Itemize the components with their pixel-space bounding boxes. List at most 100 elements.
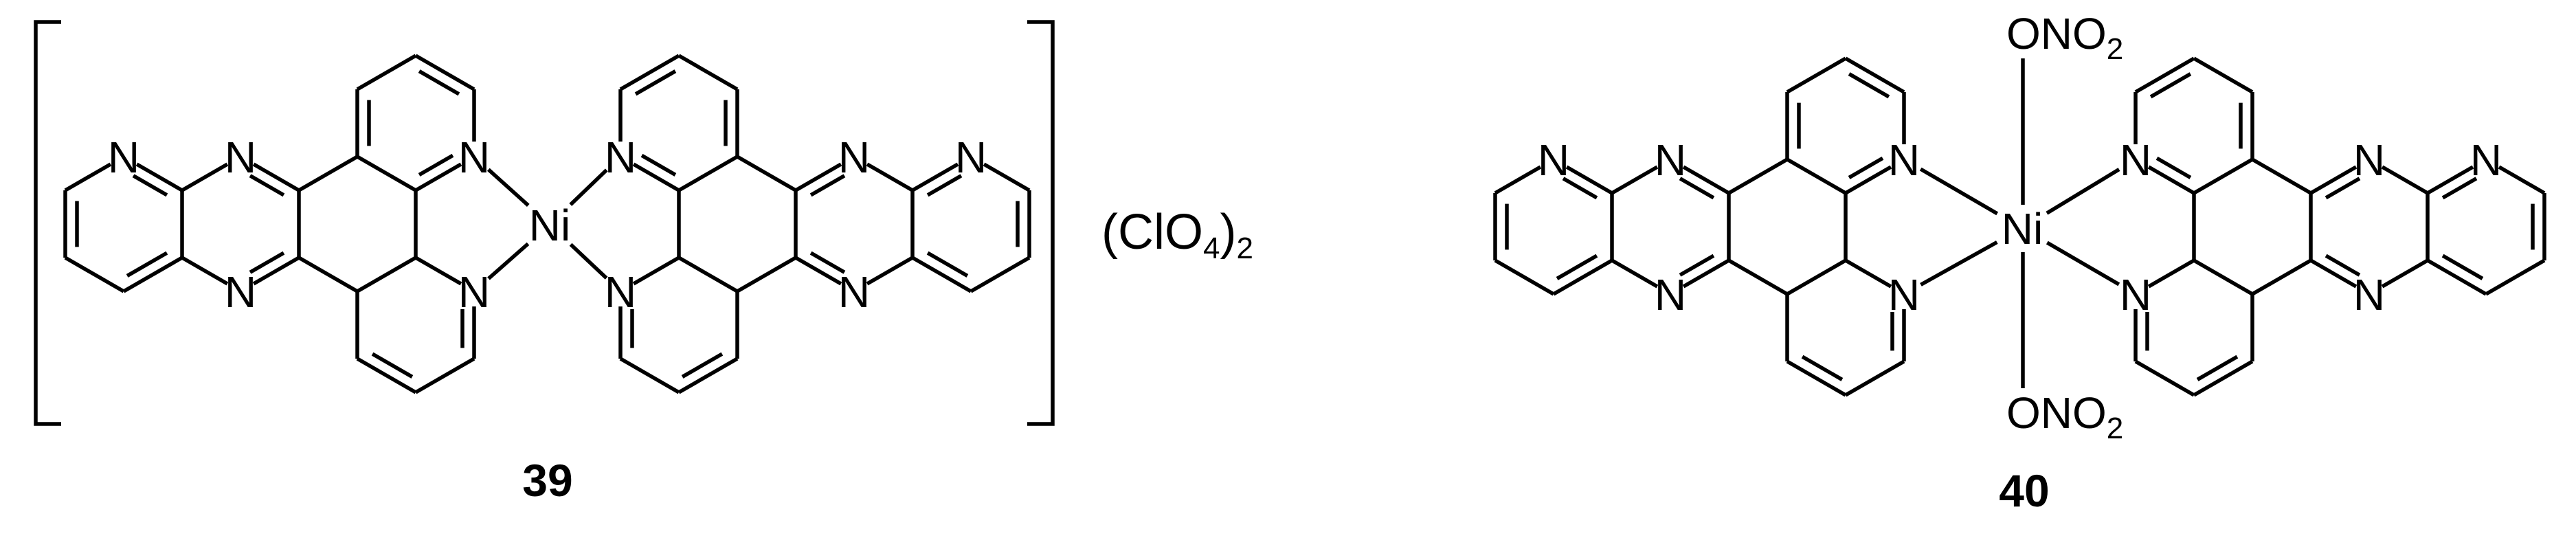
double-bond-line [2325, 177, 2361, 200]
bond-line [911, 162, 959, 192]
double-bond-line [2325, 254, 2361, 277]
nitrogen-atom-label: N [2470, 135, 2502, 185]
bond-line [2426, 258, 2487, 296]
bond-line [677, 54, 739, 91]
nitrogen-atom-label: N [1538, 135, 1569, 185]
compound-39-bonds [63, 54, 1031, 394]
counterion-perchlorate: (ClO4)2 [1101, 205, 1253, 265]
nitrogen-atom-label: N [838, 133, 870, 182]
bond-line [414, 54, 475, 91]
double-bond-line [1848, 156, 1884, 179]
bond-line [64, 256, 125, 293]
bond-line [1727, 157, 1789, 195]
nitrogen-atom-label: N [1888, 270, 1920, 320]
coordination-bond [487, 242, 530, 280]
bond-line [414, 357, 475, 394]
nitrogen-atom-label: N [2120, 270, 2151, 320]
bond-line [64, 162, 112, 192]
double-bond-line [249, 251, 285, 274]
bond-line [2134, 56, 2195, 94]
bond-line [2309, 165, 2357, 195]
bond-line [2134, 359, 2195, 397]
double-bond-line [418, 69, 460, 96]
right-bracket [1027, 20, 1055, 426]
bond-line [619, 54, 680, 91]
double-bond-line [1679, 177, 1715, 200]
bond-line [414, 162, 462, 192]
bond-line [252, 162, 300, 192]
nitrogen-atom-label: N [605, 267, 636, 317]
double-bond-line [2441, 254, 2484, 280]
double-bond-line [926, 174, 963, 197]
double-bond-line [809, 174, 846, 197]
double-bond-line [640, 153, 677, 177]
coordination-bond [2046, 168, 2120, 215]
bond-line [2193, 157, 2254, 195]
nitrogen-atom-label: N [1888, 135, 1920, 185]
bond-line [794, 256, 842, 286]
bond-line [298, 155, 359, 192]
bond-line [1844, 56, 1905, 94]
double-bond-line [1562, 177, 1598, 200]
compound-39-brackets [34, 20, 1055, 426]
bond-line [356, 54, 417, 91]
coordination-bond [2046, 240, 2120, 287]
left-bracket [34, 20, 61, 426]
double-bond-line [681, 352, 724, 379]
nitrogen-atom-label: N [605, 133, 636, 182]
nitrogen-atom-label: N [2353, 135, 2385, 185]
bond-line [794, 162, 842, 192]
bond-line [356, 256, 417, 293]
bond-line [1682, 165, 1730, 195]
bond-line [2193, 258, 2254, 296]
double-bond-line [371, 352, 414, 379]
double-bond-line [126, 251, 168, 278]
bond-line [252, 256, 300, 286]
coordination-bond [569, 168, 608, 206]
bond-line [1552, 258, 1613, 296]
bond-line [632, 162, 680, 192]
nitrogen-atom-label: N [225, 267, 256, 317]
nitrato-ligand-label: ONO2 [2006, 9, 2123, 66]
bond-line [2381, 165, 2429, 195]
bond-line [970, 256, 1031, 293]
bond-line [356, 357, 417, 394]
coordination-bond [1920, 240, 1998, 287]
bond-line [983, 162, 1031, 192]
coordination-bond [569, 243, 608, 280]
double-bond-line [1679, 254, 1715, 277]
bond-line [2251, 157, 2312, 195]
bond-line [1844, 359, 1905, 397]
compound-label-40: 40 [1999, 465, 2049, 516]
double-bond-line [132, 174, 168, 197]
nitrato-ligand-label: ONO2 [2006, 388, 2123, 445]
double-bond-line [926, 251, 969, 278]
bond-line [677, 256, 739, 293]
bond-line [1611, 165, 1659, 195]
bond-line [1494, 258, 1555, 296]
nitrogen-atom-label: N [2353, 270, 2385, 320]
bond-line [122, 256, 183, 293]
nitrogen-atom-label: N [458, 267, 490, 317]
bond-line [2381, 258, 2429, 289]
bond-line [1844, 258, 1892, 289]
bond-line [677, 155, 739, 192]
double-bond-line [2155, 156, 2192, 179]
bond-line [2309, 258, 2357, 289]
bond-line [2193, 56, 2254, 94]
bond-line [911, 256, 972, 293]
bond-line [736, 155, 797, 192]
double-bond-line [418, 153, 454, 177]
bond-line [1727, 258, 1789, 296]
bond-line [866, 256, 914, 286]
coordination-bond [1919, 167, 1999, 216]
nitrogen-atom-label: N [1655, 270, 1686, 320]
compound-40-bonds [1493, 56, 2546, 397]
nickel-atom-label: Ni [529, 201, 570, 250]
double-bond-line [2196, 355, 2239, 381]
nitrogen-atom-label: N [838, 267, 870, 317]
